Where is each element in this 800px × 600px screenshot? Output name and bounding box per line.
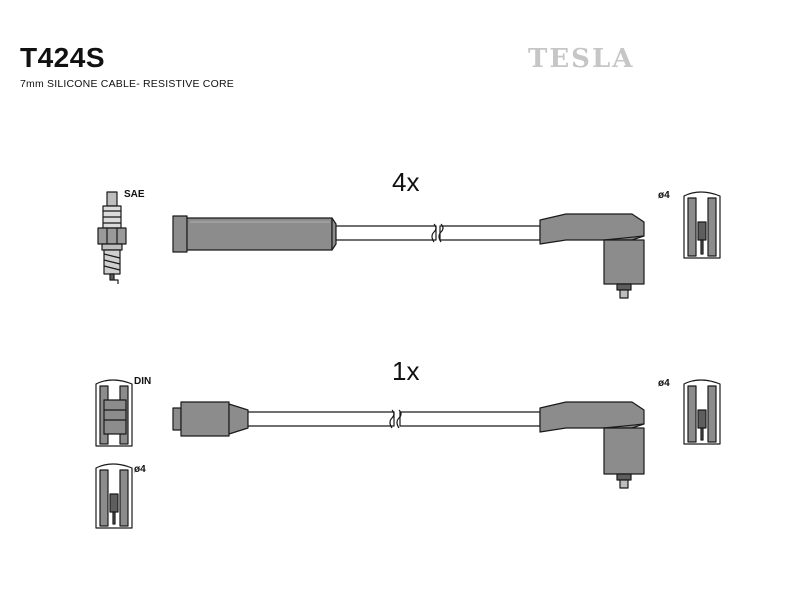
part-number-title: T424S — [20, 42, 105, 73]
diameter-label-middle: ø4 — [658, 378, 670, 389]
diameter-label-bottom: ø4 — [134, 464, 146, 475]
cable-description: 7mm SILICONE CABLE- RESISTIVE CORE — [20, 78, 234, 90]
din-terminal-icon — [95, 379, 133, 447]
sae-label: SAE — [124, 189, 145, 200]
terminal-left-bottom-icon — [95, 463, 133, 529]
diameter-label-top: ø4 — [658, 190, 670, 201]
din-label: DIN — [134, 376, 152, 387]
brand-logo: TESLA — [528, 44, 635, 74]
spark-plug-icon — [97, 191, 127, 284]
lead-quantity-4x: 4x — [392, 167, 420, 197]
spark-plug-lead — [172, 213, 645, 299]
coil-lead — [172, 401, 645, 489]
terminal-right-middle-icon — [683, 379, 721, 445]
terminal-right-top-icon — [683, 191, 721, 259]
lead-quantity-1x: 1x — [392, 356, 420, 386]
